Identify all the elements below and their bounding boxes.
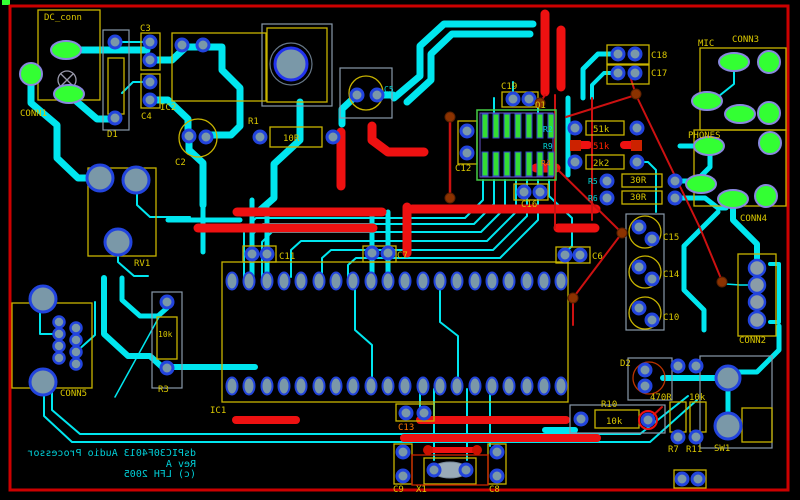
- rv1-outline: [87, 167, 157, 257]
- d1-symbol-x: [60, 73, 74, 87]
- component-pads[interactable]: [28, 34, 767, 487]
- d2-led-outline: [632, 361, 666, 395]
- label-r11-value: 10k: [689, 393, 706, 403]
- label-r3-value: 10k: [158, 330, 173, 339]
- label-c10: C10: [663, 313, 679, 323]
- title-line1: dsPIC30F4013 Audio Processor: [27, 448, 196, 459]
- label-r6: R6: [588, 194, 598, 203]
- label-d2: D2: [620, 359, 631, 369]
- label-r7: R7: [668, 445, 679, 455]
- label-d1: D1: [107, 130, 118, 140]
- label-conn1: CONN1: [20, 109, 47, 119]
- label-r6-value: 30R: [630, 193, 647, 203]
- label-c4: C4: [141, 112, 152, 122]
- label-r2: R2: [543, 125, 553, 134]
- component-q1-soic[interactable]: [476, 109, 557, 181]
- label-r1-value: 10R: [283, 134, 300, 144]
- label-r3: R3: [158, 385, 169, 395]
- label-c2: C2: [175, 158, 186, 168]
- title-block-mirrored: dsPIC30F4013 Audio Processor Rev A (c) L…: [27, 448, 196, 480]
- label-ic1: IC1: [210, 406, 226, 416]
- board-outline: [8, 4, 790, 492]
- label-r1: R1: [248, 117, 259, 127]
- label-c17: C17: [651, 69, 667, 79]
- label-rv1: RV1: [134, 259, 150, 269]
- label-c15: C15: [663, 233, 679, 243]
- label-r5: R5: [588, 177, 598, 186]
- label-r4-value: 2k2: [593, 159, 609, 169]
- label-r10: R10: [601, 400, 617, 410]
- label-sw1: SW1: [714, 444, 730, 454]
- conn2-outline: [737, 253, 777, 337]
- label-mic: MIC: [698, 39, 714, 49]
- label-c8: C8: [489, 485, 500, 495]
- label-conn2: CONN2: [739, 336, 766, 346]
- title-line3: (c) LFH 2005: [124, 469, 196, 480]
- pad-red-selected: [631, 140, 642, 151]
- label-r7-value: 470R: [650, 393, 672, 403]
- label-r4: R4: [541, 159, 551, 168]
- label-r11: R11: [686, 445, 702, 455]
- label-r5-value: 30R: [630, 176, 647, 186]
- label-ic2: IC2: [160, 103, 176, 113]
- label-r9: R9: [543, 142, 553, 151]
- origin-marker: [2, 0, 10, 5]
- label-c5: C5: [384, 85, 394, 94]
- label-dc-conn: DC_conn: [44, 13, 82, 23]
- sw1-pads: [713, 364, 743, 441]
- label-r9-value: 51k: [593, 142, 610, 152]
- pad-red-selected: [570, 140, 581, 151]
- mounting-hole: [273, 46, 309, 82]
- via-layer: [423, 88, 728, 455]
- copper-top-thin-traces: [39, 41, 758, 461]
- label-c9: C9: [393, 485, 404, 495]
- label-q1: Q1: [535, 101, 546, 111]
- title-line2: Rev A: [166, 459, 196, 470]
- label-x1: X1: [416, 485, 427, 495]
- label-c14: C14: [663, 270, 679, 280]
- ic2-outline: [171, 32, 267, 102]
- silkscreen-labels: DC_conn CONN1 C3 C4 IC2 D1 R1 10R C2 C5 …: [20, 13, 767, 495]
- label-c16: C16: [521, 200, 537, 210]
- x1-bottom-outline: [411, 454, 489, 486]
- label-r10-value: 10k: [606, 417, 623, 427]
- label-c11: C11: [279, 252, 295, 262]
- label-c18: C18: [651, 51, 667, 61]
- label-conn5: CONN5: [60, 389, 87, 399]
- label-c6: C6: [592, 252, 603, 262]
- label-conn3: CONN3: [732, 35, 759, 45]
- label-c7: C7: [397, 251, 408, 261]
- copper-top-thick-traces: [27, 20, 782, 433]
- label-phones: PHONES: [688, 131, 721, 141]
- label-c12: C12: [455, 164, 471, 174]
- label-r2-value: 51k: [593, 125, 610, 135]
- label-conn4: CONN4: [740, 214, 767, 224]
- label-c13: C13: [398, 423, 414, 433]
- label-c3: C3: [140, 24, 151, 34]
- label-c19: C19: [501, 82, 517, 92]
